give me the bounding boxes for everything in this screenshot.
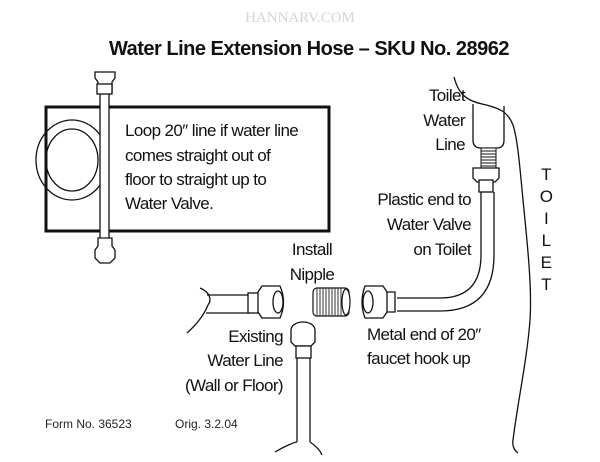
- label-existing-line: Existing Water Line (Wall or Floor): [185, 327, 284, 395]
- toilet-water-line-pipe: [472, 104, 505, 173]
- svg-text:Metal end of 20″: Metal end of 20″: [367, 325, 481, 344]
- nipple: [312, 287, 351, 317]
- toilet-letter: O: [540, 187, 553, 206]
- svg-text:floor to straight up to: floor to straight up to: [125, 170, 266, 189]
- label-plastic-end: Plastic end to Water Valve on Toilet: [377, 190, 472, 259]
- label-install-nipple: Install Nipple: [290, 240, 335, 284]
- label-toilet-water-line: Toilet Water Line: [423, 86, 466, 154]
- svg-text:Existing: Existing: [228, 327, 283, 346]
- toilet-letter: E: [541, 253, 552, 272]
- svg-text:on Toilet: on Toilet: [413, 240, 471, 259]
- page-title: Water Line Extension Hose – SKU No. 2896…: [109, 38, 509, 60]
- svg-text:Water: Water: [423, 111, 466, 130]
- svg-text:Plastic end to: Plastic end to: [377, 190, 471, 209]
- svg-text:Water Line: Water Line: [207, 351, 283, 370]
- toilet-letter: T: [541, 275, 551, 294]
- existing-water-line-vertical: [274, 321, 323, 456]
- svg-text:Install: Install: [292, 240, 332, 259]
- orig-date: Orig. 3.2.04: [175, 417, 238, 431]
- toilet-letter: I: [544, 209, 548, 228]
- svg-text:Line: Line: [435, 135, 465, 154]
- existing-water-line: [186, 285, 285, 334]
- watermark: HANNARV.COM: [245, 10, 355, 26]
- svg-text:Toilet: Toilet: [429, 86, 466, 105]
- straight-hose: [94, 71, 116, 264]
- form-number: Form No. 36523: [45, 417, 132, 431]
- toilet-letter: L: [542, 231, 551, 250]
- toilet-letter: T: [541, 165, 551, 184]
- extension-hose: [361, 167, 500, 319]
- svg-text:faucet hook up: faucet hook up: [367, 349, 470, 368]
- toilet-outline: [453, 76, 532, 454]
- svg-text:Water Valve.: Water Valve.: [125, 194, 213, 213]
- svg-text:Water Valve: Water Valve: [387, 215, 471, 234]
- note-box: [44, 105, 331, 233]
- svg-text:Nipple: Nipple: [290, 265, 335, 284]
- svg-text:comes straight out of: comes straight out of: [125, 146, 271, 165]
- svg-text:Loop 20″ line if water line: Loop 20″ line if water line: [125, 121, 298, 140]
- note-text: Loop 20″ line if water line comes straig…: [125, 121, 299, 213]
- label-metal-end: Metal end of 20″ faucet hook up: [367, 325, 482, 368]
- svg-text:(Wall or Floor): (Wall or Floor): [185, 376, 283, 395]
